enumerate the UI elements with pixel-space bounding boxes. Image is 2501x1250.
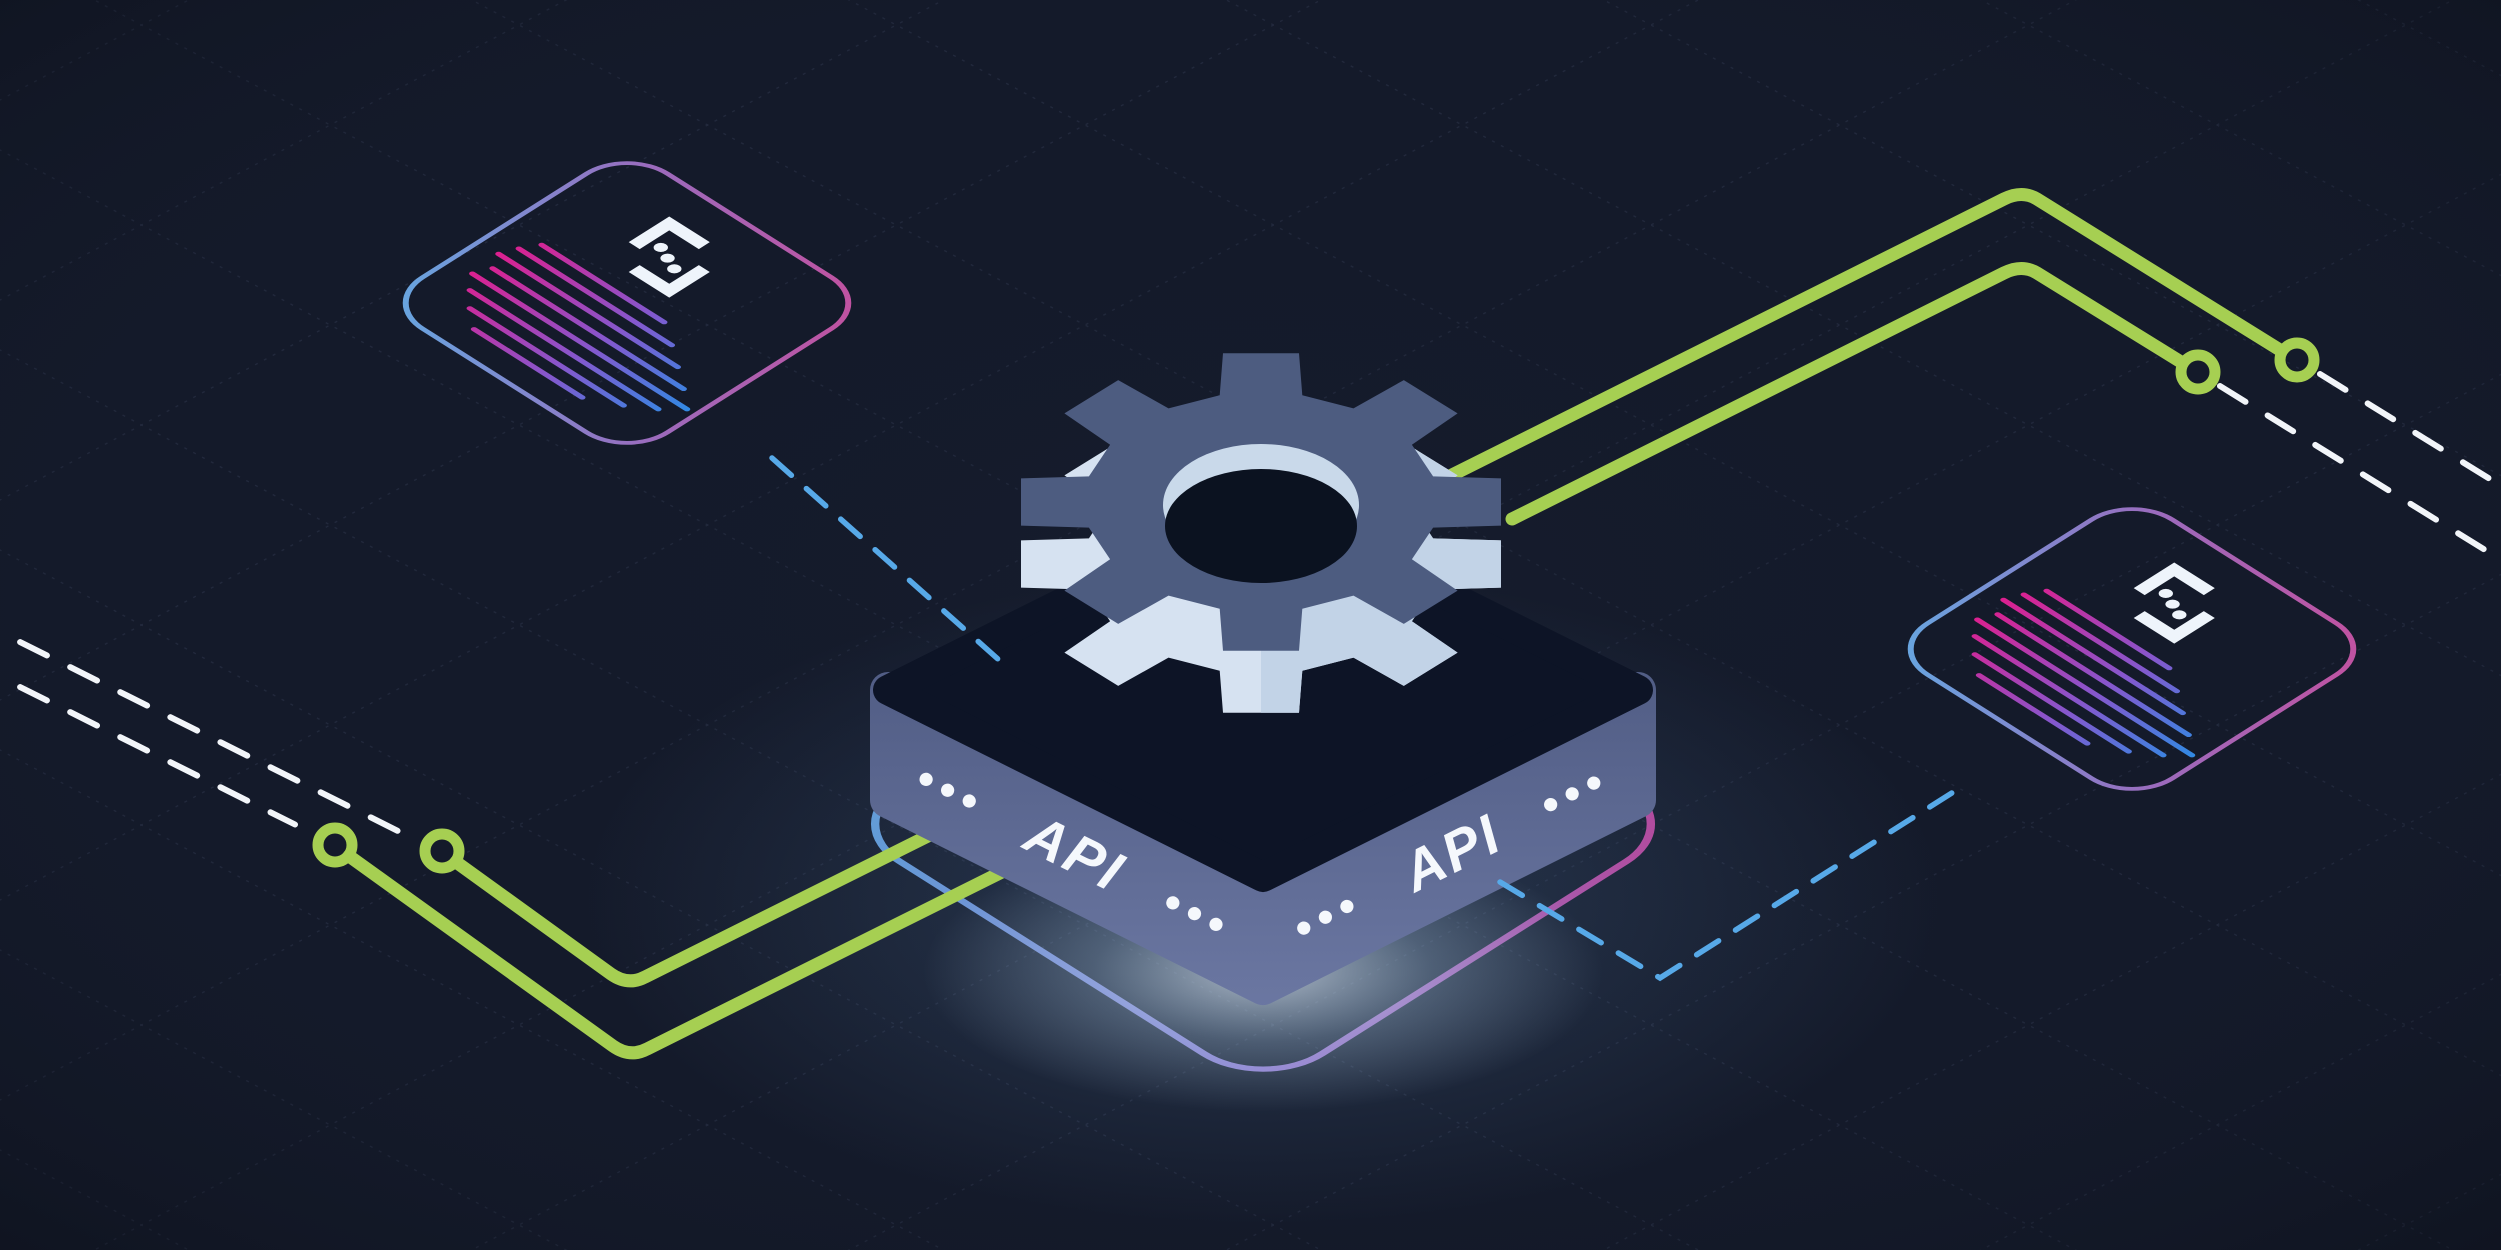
- green-line-left-outer: [342, 831, 1077, 1060]
- dashed-line-left-lower: [0, 673, 298, 828]
- dashed-line-right-upper: [2317, 371, 2501, 490]
- blue-dashed-right: [1497, 781, 1969, 982]
- green-ring-terminal: [312, 822, 358, 868]
- green-line-right-outer: [1431, 188, 2287, 489]
- green-line-left-inner: [449, 793, 1007, 988]
- gear-icon: [1021, 353, 1501, 713]
- code-brackets-icon: [628, 216, 710, 298]
- dashed-line-right-lower: [2217, 383, 2501, 564]
- blue-dashed-left: [769, 455, 1011, 671]
- card-outline: [402, 161, 852, 445]
- green-ring-terminal: [419, 828, 465, 874]
- code-brackets-icon: [2133, 562, 2215, 644]
- green-ring-terminal: [2274, 337, 2320, 383]
- dashed-connectors-right: [2217, 371, 2501, 564]
- code-card-top-left: [402, 161, 852, 445]
- green-circuit-left: [312, 793, 1077, 1060]
- green-line-right-inner: [1505, 262, 2188, 526]
- code-card-right: [1907, 507, 2357, 791]
- code-lines: [1971, 588, 2196, 758]
- code-lines: [466, 242, 691, 412]
- dashed-line-left-upper: [0, 628, 408, 838]
- green-circuit-right: [1431, 188, 2320, 526]
- green-ring-terminal: [2175, 349, 2221, 395]
- gear-hole-cavity: [1165, 469, 1357, 583]
- dashed-connectors-left: [0, 628, 408, 838]
- blue-data-links: [769, 455, 1969, 982]
- card-outline: [1907, 507, 2357, 791]
